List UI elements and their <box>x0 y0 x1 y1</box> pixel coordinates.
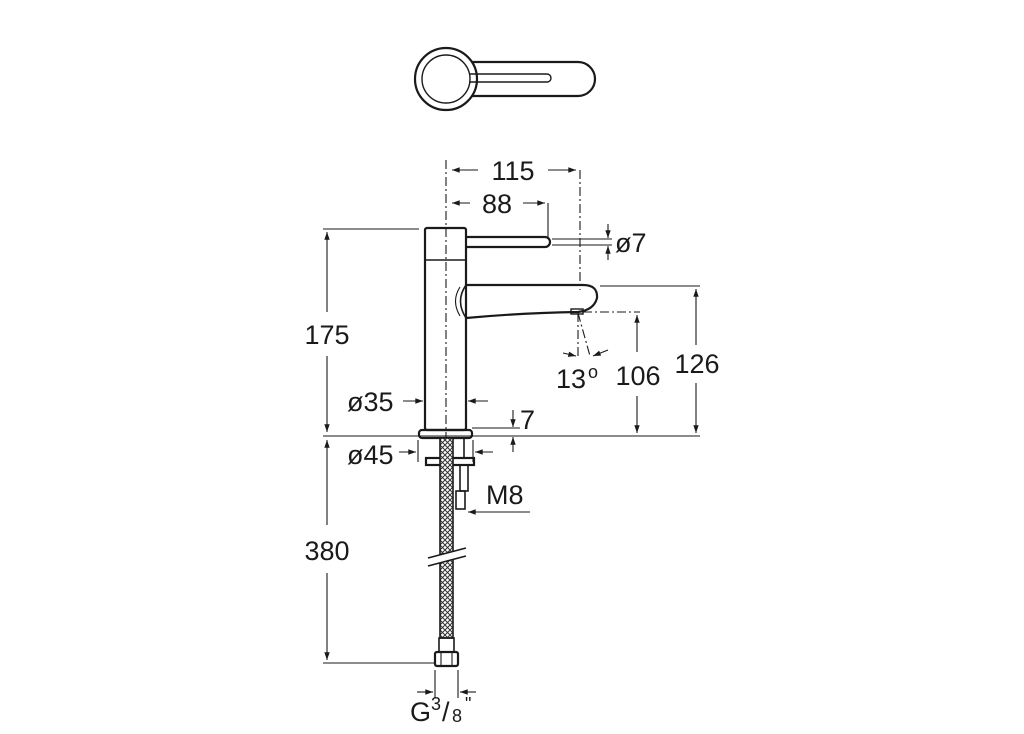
label-base-thickness: 7 <box>520 405 535 435</box>
label-overall-reach: 115 <box>491 156 534 186</box>
braided-hose <box>439 437 454 639</box>
label-hose-connection: G 3 / 8 " <box>410 694 471 727</box>
label-handle-reach: 88 <box>482 189 512 219</box>
label-body-diameter: ø35 <box>347 387 394 417</box>
label-spout-top-height: 126 <box>674 349 719 379</box>
hose-nut <box>433 650 460 668</box>
top-view-handle <box>413 46 597 112</box>
side-elevation <box>417 160 599 668</box>
svg-text:13: 13 <box>556 364 586 394</box>
dimension-lines <box>323 167 700 698</box>
label-spout-outlet-height: 106 <box>615 361 660 391</box>
svg-text:3: 3 <box>431 694 441 714</box>
label-hose-length: 380 <box>304 536 349 566</box>
hose-ferrule <box>438 637 455 653</box>
handle-lever <box>466 235 552 249</box>
svg-text:/: / <box>442 697 450 727</box>
label-handle-diameter: ø7 <box>615 228 647 258</box>
label-base-diameter: ø45 <box>347 440 394 470</box>
label-spout-angle: 13 o <box>556 362 598 394</box>
svg-text:": " <box>465 694 471 714</box>
label-stud-thread: M8 <box>486 480 524 510</box>
svg-text:8: 8 <box>452 706 462 726</box>
spout <box>465 283 599 320</box>
dimension-labels: 115 88 ø7 175 ø35 7 ø45 M8 380 13 o 106 … <box>304 156 719 727</box>
label-body-height: 175 <box>304 320 349 350</box>
svg-text:o: o <box>588 362 598 382</box>
svg-text:G: G <box>410 697 431 727</box>
